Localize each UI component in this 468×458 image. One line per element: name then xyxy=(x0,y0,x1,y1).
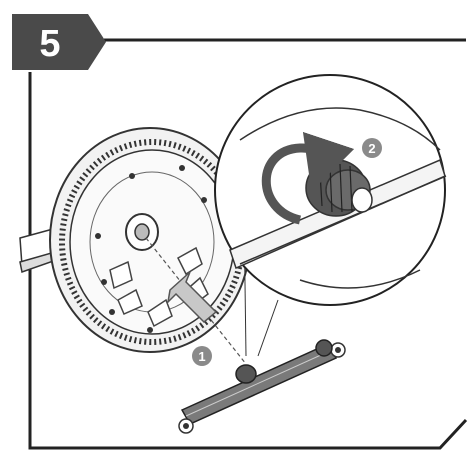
step-number: 5 xyxy=(39,23,60,65)
step-badge: 5 xyxy=(12,14,106,70)
crossbar xyxy=(178,339,346,434)
callout-2-number: 2 xyxy=(368,141,375,156)
zoom-inset xyxy=(214,74,447,357)
callout-1-badge: 1 xyxy=(192,346,212,366)
push-arrow xyxy=(166,271,218,324)
callout-2-badge: 2 xyxy=(362,138,382,158)
rotate-arrow xyxy=(261,131,355,225)
callout-1-number: 1 xyxy=(198,349,205,364)
